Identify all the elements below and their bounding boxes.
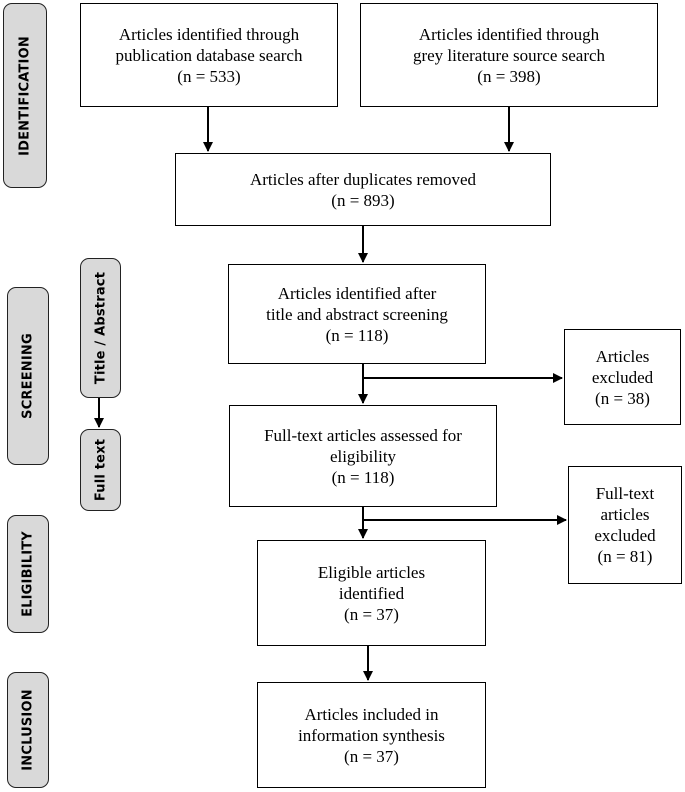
database-search-count: (n = 533) [177,66,241,86]
excluded-title-abstract-line2: excluded [591,367,654,387]
full-text-excluded-count: (n = 81) [597,547,653,566]
included-box: Articles included in information synthes… [257,682,486,788]
database-search-line1: Articles identified through [118,24,300,44]
identification-phase-label: IDENTIFICATION [3,3,47,188]
screening-phase-label: SCREENING [7,287,49,465]
after-title-abstract-count: (n = 118) [325,325,389,345]
inclusion-phase-label: INCLUSION [7,672,49,788]
after-title-abstract-line2: title and abstract screening [266,304,448,324]
excluded-title-abstract-box: Articles excluded (n = 38) [564,329,681,425]
database-search-line2: publication database search [115,45,303,65]
included-line1: Articles included in [304,704,439,724]
eligible-count: (n = 37) [344,604,399,624]
grey-literature-count: (n = 398) [477,66,541,86]
full-text-stage-label: Full text [80,429,121,511]
eligible-line2: identified [338,583,405,603]
after-title-abstract-line1: Articles identified after [277,283,437,303]
grey-literature-line2: grey literature source search [412,45,606,65]
eligible-box: Eligible articles identified (n = 37) [257,540,486,646]
eligibility-phase-label: ELIGIBILITY [7,515,49,633]
full-text-excluded-line3: excluded [594,526,656,545]
grey-literature-box: Articles identified through grey literat… [360,3,658,107]
full-text-assessed-count: (n = 118) [331,467,395,487]
after-title-abstract-box: Articles identified after title and abst… [228,264,486,364]
eligible-line1: Eligible articles [317,562,426,582]
excluded-title-abstract-count: (n = 38) [595,388,650,408]
after-duplicates-count: (n = 893) [331,190,395,210]
full-text-assessed-box: Full-text articles assessed for eligibil… [229,405,497,507]
full-text-excluded-line2: articles [600,505,650,524]
grey-literature-line1: Articles identified through [418,24,600,44]
after-duplicates-line1: Articles after duplicates removed [249,169,477,189]
full-text-assessed-line2: eligibility [329,446,397,466]
included-count: (n = 37) [344,746,399,766]
included-line2: information synthesis [298,725,445,745]
after-duplicates-box: Articles after duplicates removed (n = 8… [175,153,551,226]
title-abstract-stage-label: Title / Abstract [80,258,121,398]
full-text-excluded-box: Full-text articles excluded (n = 81) [568,466,682,584]
full-text-assessed-line1: Full-text articles assessed for [264,425,462,445]
database-search-box: Articles identified through publication … [80,3,338,107]
excluded-title-abstract-line1: Articles [595,346,650,366]
full-text-excluded-line1: Full-text [595,484,655,503]
